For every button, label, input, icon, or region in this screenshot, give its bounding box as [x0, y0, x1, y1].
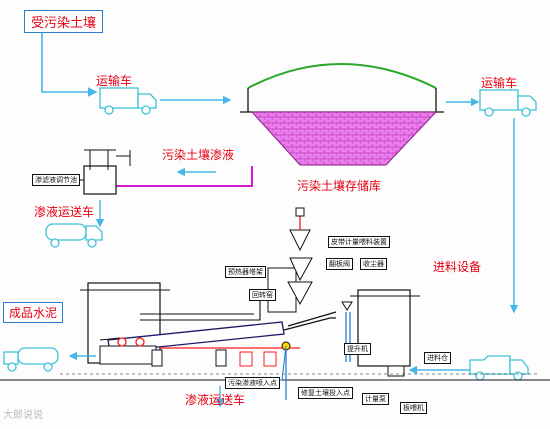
regulating-pool — [83, 149, 131, 195]
transport-truck-label: 运输车 — [96, 74, 133, 88]
preheater-tower-label: 预热器塔架 — [225, 266, 266, 278]
tanker-truck-icon — [45, 223, 103, 248]
metering-pump-label: 计量泵 — [362, 393, 389, 405]
storage-building — [240, 63, 444, 166]
leachate-injection-point-label: 污染渗液喷入点 — [225, 377, 280, 389]
regulating-pool-label: 渗滤液调节池 — [32, 174, 80, 186]
lift-label: 提升机 — [344, 343, 371, 355]
transport-truck-label: 运输车 — [481, 76, 518, 90]
feeding-equipment-label: 进料设备 — [433, 260, 482, 274]
feed-bin — [387, 365, 405, 377]
plate-feeder-label: 板喂机 — [400, 402, 427, 414]
soil-flow-line — [41, 30, 98, 97]
leachate-label: 污染土壤渗液 — [162, 148, 235, 162]
rotary-kiln — [99, 321, 285, 365]
preheater-tower — [267, 207, 313, 313]
watermark: 大郎说说 — [3, 410, 43, 421]
storage-label: 污染土壤存储库 — [297, 179, 382, 193]
cement-truck-icon — [3, 347, 59, 372]
feed-bin-label: 进料仓 — [424, 352, 451, 364]
truck-icon — [479, 89, 537, 117]
leachate-truck-label: 渗液运送车 — [34, 205, 95, 219]
truck-icon — [469, 355, 529, 381]
belt-scale-feeder-label: 皮带计量喂料装置 — [328, 236, 390, 248]
leachate-truck-label: 渗液运送车 — [185, 393, 246, 407]
finished-cement-label: 成品水泥 — [3, 302, 64, 323]
collector-label: 收尘器 — [360, 258, 387, 270]
soil-injection-point-label: 修复土壤投入点 — [298, 387, 353, 399]
grate-valve-label: 翻板阀 — [326, 258, 353, 270]
contaminated-soil-label: 受污染土壤 — [24, 10, 104, 33]
truck-icon — [99, 87, 157, 115]
return-pipe-label: 回转窑 — [249, 289, 276, 301]
